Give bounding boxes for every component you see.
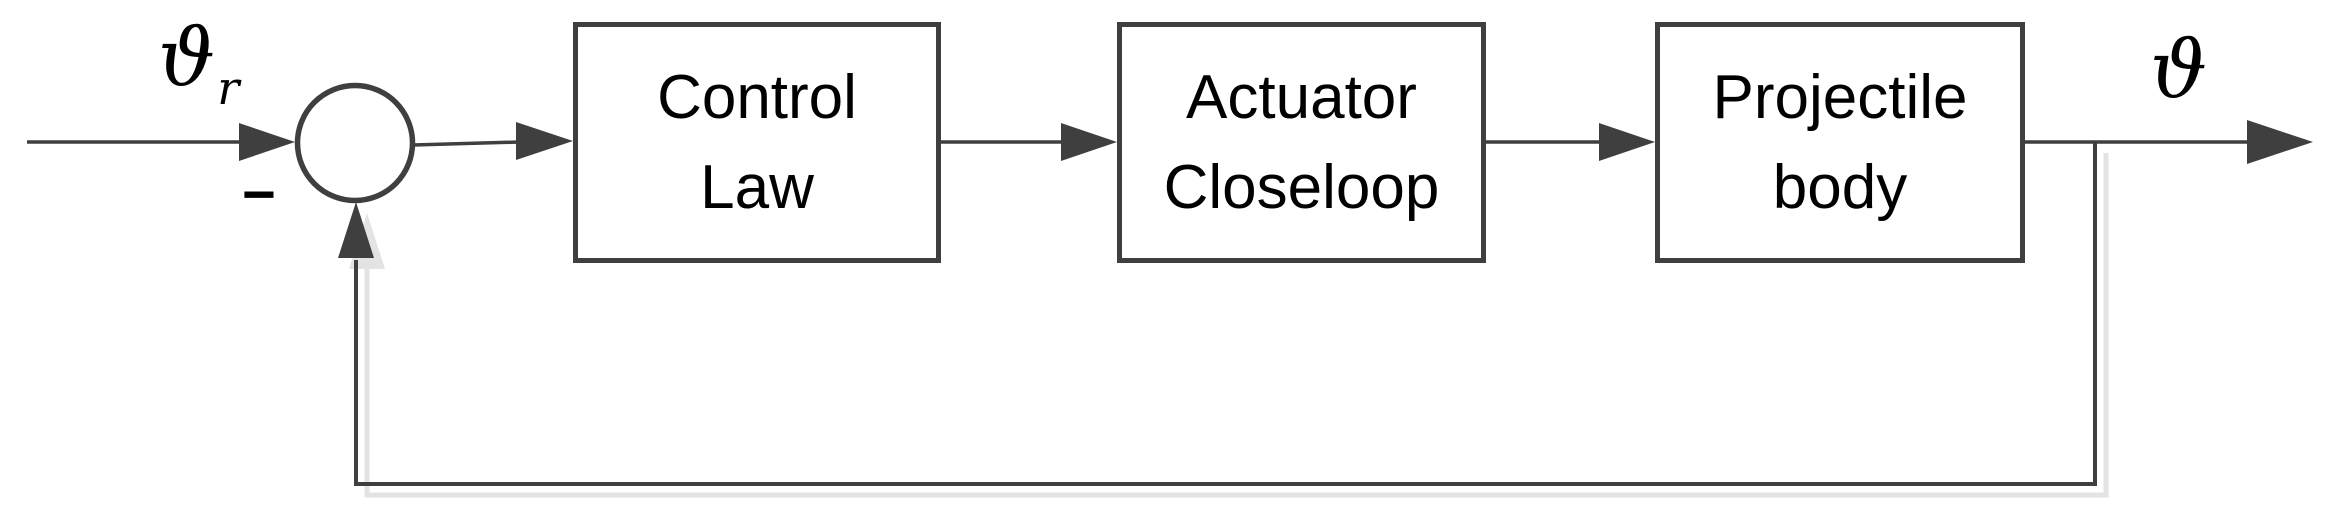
- block-control-law: Control Law: [573, 22, 941, 263]
- output-signal-label: ϑ: [2150, 30, 2207, 110]
- input-signal-subscript: r: [217, 61, 240, 116]
- feedback-arrowhead-icon: [338, 202, 374, 258]
- sum-minus-sign: −: [242, 162, 276, 227]
- summing-junction-circle: [294, 82, 416, 204]
- output-signal-symbol: ϑ: [2150, 23, 2208, 116]
- block-control-law-label: Control Law: [657, 62, 857, 222]
- feedback-line: [354, 142, 2097, 486]
- input-signal-symbol: ϑ: [158, 11, 216, 104]
- sum-to-control-wire: [412, 140, 521, 147]
- block-actuator-closeloop-label: Actuator Closeloop: [1163, 62, 1440, 222]
- actuator-to-plant-arrowhead-icon: [1599, 123, 1655, 161]
- block-actuator-closeloop: Actuator Closeloop: [1117, 22, 1486, 263]
- output-arrowhead-icon: [2247, 120, 2313, 164]
- sum-to-control-arrowhead-icon: [516, 122, 573, 160]
- block-projectile-body-label: Projectile body: [1712, 62, 1968, 222]
- input-arrowhead-icon: [239, 123, 295, 161]
- feedback-line-shadow: [364, 153, 2109, 498]
- input-signal-label: ϑr: [158, 18, 239, 112]
- control-to-actuator-arrowhead-icon: [1061, 123, 1117, 161]
- block-projectile-body: Projectile body: [1655, 22, 2025, 263]
